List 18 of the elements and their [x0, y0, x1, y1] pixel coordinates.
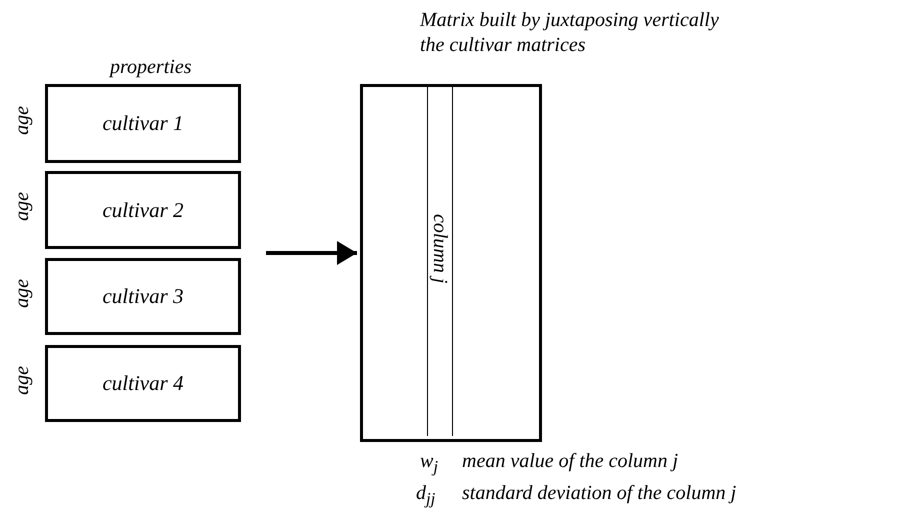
cultivar-box: cultivar 1: [45, 84, 241, 163]
matrix-heading: Matrix built by juxtaposing vertically the cultivar matrices: [420, 8, 720, 58]
row-axis-label: age: [12, 106, 32, 134]
cultivar-box: cultivar 3: [45, 258, 241, 335]
arrow: [266, 241, 357, 265]
symbol-label: w$_{j}$: [420, 450, 438, 476]
column-label: column j: [430, 214, 450, 284]
row-axis-label: age: [12, 278, 32, 308]
cultivar-box: cultivar 4: [45, 345, 241, 422]
symbol-label: d$_{jj}$: [416, 482, 436, 508]
row-axis-label: age: [12, 192, 32, 221]
matrix-column: [427, 84, 453, 436]
row-axis-label: age: [12, 366, 32, 394]
legend-note: standard deviation of the column j: [462, 482, 736, 504]
legend-note: mean value of the column j: [462, 450, 678, 472]
matrix-box: [360, 84, 542, 442]
axis-label: properties: [110, 56, 192, 78]
cultivar-box: cultivar 2: [45, 171, 241, 249]
